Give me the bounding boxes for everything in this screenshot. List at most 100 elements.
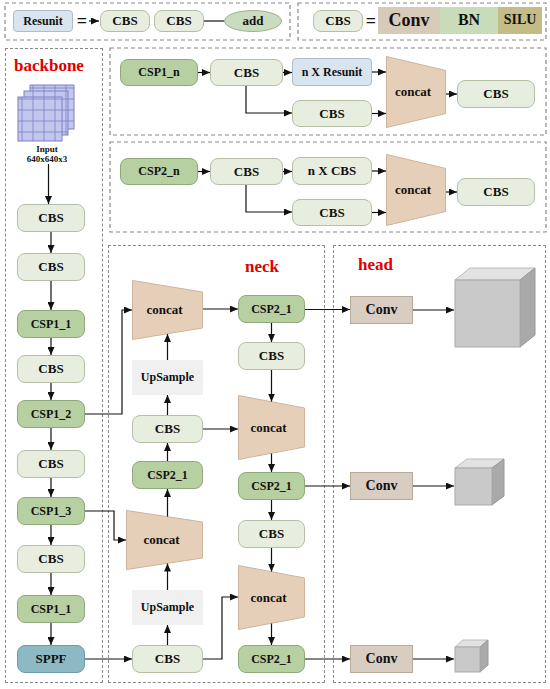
connector	[50, 428, 51, 450]
cbs-block: CBS	[100, 10, 150, 32]
upsample-block: UpSample	[132, 360, 203, 395]
node-label: CSP2_1	[147, 469, 188, 482]
node-label: CBS	[38, 211, 63, 225]
node-label: Conv	[366, 479, 398, 494]
csp-block: CSP2_1	[238, 295, 305, 323]
cbs-block: CBS	[17, 253, 85, 281]
node-label: CBS	[112, 14, 137, 28]
node-label: Conv	[388, 11, 429, 30]
add-ellipse: add	[224, 10, 282, 32]
node-label: CBS	[259, 527, 284, 541]
cbs-block: CBS	[210, 158, 283, 185]
csp-block: CSP1_n	[120, 59, 198, 86]
head-conv: Conv	[350, 296, 413, 324]
resunit-block: Resunit	[13, 10, 73, 32]
connector	[271, 548, 272, 572]
dashed-frame	[5, 3, 290, 40]
dashed-frame	[298, 3, 546, 40]
node-label: CBS	[38, 457, 63, 471]
node-label: UpSample	[141, 601, 194, 614]
output-cube	[455, 459, 504, 505]
node-label: CSP2_1	[251, 480, 292, 493]
dashed-frame	[110, 48, 546, 135]
connector	[203, 597, 238, 659]
node-label: CBS	[259, 349, 284, 363]
node-label: concat	[146, 303, 182, 317]
connector	[305, 309, 350, 310]
wire	[413, 658, 454, 659]
cbs-block: CBS	[292, 100, 372, 127]
csp-block: CSP2_1	[238, 645, 305, 673]
equals-sign: =	[76, 9, 88, 33]
connector	[167, 334, 168, 360]
node-label: n X CBS	[308, 164, 356, 178]
connector	[372, 212, 386, 213]
connector	[50, 525, 51, 545]
node-label: CBS	[325, 14, 350, 28]
concat-trapezoid: concat	[386, 56, 446, 128]
node-label: concat	[395, 183, 431, 197]
node-label: CSP2_1	[251, 653, 292, 666]
node-label: CBS	[38, 260, 63, 274]
upsample-block: UpSample	[132, 590, 203, 625]
node-label: UpSample	[141, 371, 194, 384]
trapezoid-shape	[133, 281, 203, 340]
node-label: BN	[458, 12, 480, 29]
connector	[48, 164, 49, 204]
cbs-block: CBS	[457, 178, 535, 206]
connector	[271, 624, 272, 646]
connector	[305, 658, 350, 659]
node-label: CSP1_n	[138, 66, 179, 79]
section-heading: backbone	[14, 57, 84, 75]
connector	[203, 308, 238, 309]
section-panel: headConvConvConv	[333, 245, 546, 683]
connector	[372, 71, 386, 72]
connector	[198, 171, 210, 172]
node-label: concat	[395, 85, 431, 99]
connector	[271, 323, 272, 342]
connector	[50, 232, 51, 253]
connector	[372, 113, 386, 114]
node-label: CSP2_1	[251, 303, 292, 316]
node-label: CSP2_n	[138, 165, 179, 178]
connector	[305, 485, 350, 486]
connector	[50, 281, 51, 310]
equals-sign: =	[365, 8, 377, 34]
head-conv: Conv	[350, 645, 413, 673]
csp-block: CSP1_2	[17, 400, 85, 428]
cbs-block: CBS	[17, 355, 85, 383]
concat-trapezoid: concat	[238, 565, 305, 630]
csp-block: CSP2_1	[132, 461, 203, 489]
connector	[283, 72, 292, 73]
ellipse-shape	[225, 11, 282, 32]
resunit-block: n X Resunit	[292, 58, 372, 86]
node-label: CBS	[38, 362, 63, 376]
cbs-block: CBS	[17, 545, 85, 573]
node-label: CSP1_1	[31, 603, 72, 616]
connector	[167, 564, 168, 591]
connector	[167, 489, 168, 517]
dashed-frame	[110, 142, 546, 232]
bn-block: BN	[440, 7, 498, 34]
node-label: SPPF	[35, 652, 66, 666]
silu-block: SILU	[498, 7, 542, 34]
output-cube	[455, 640, 488, 672]
connector	[85, 511, 126, 540]
concat-trapezoid: concat	[132, 280, 203, 340]
section-panel: backboneInput 640x640x3CBSCBSCSP1_1CBSCS…	[5, 48, 103, 683]
csp-block: CSP1_1	[17, 310, 85, 338]
output-cube	[455, 268, 535, 347]
connector	[50, 338, 51, 355]
connector	[85, 310, 132, 414]
concat-trapezoid: concat	[126, 510, 203, 570]
cbs-block: CBS	[132, 645, 203, 673]
node-label: CBS	[166, 14, 191, 28]
node-label: CSP1_1	[31, 318, 72, 331]
connector	[167, 395, 168, 415]
trapezoid-shape	[387, 57, 446, 128]
node-label: concat	[250, 421, 286, 435]
node-label: SILU	[504, 13, 537, 28]
connector	[271, 370, 272, 402]
section-heading: neck	[245, 258, 279, 276]
